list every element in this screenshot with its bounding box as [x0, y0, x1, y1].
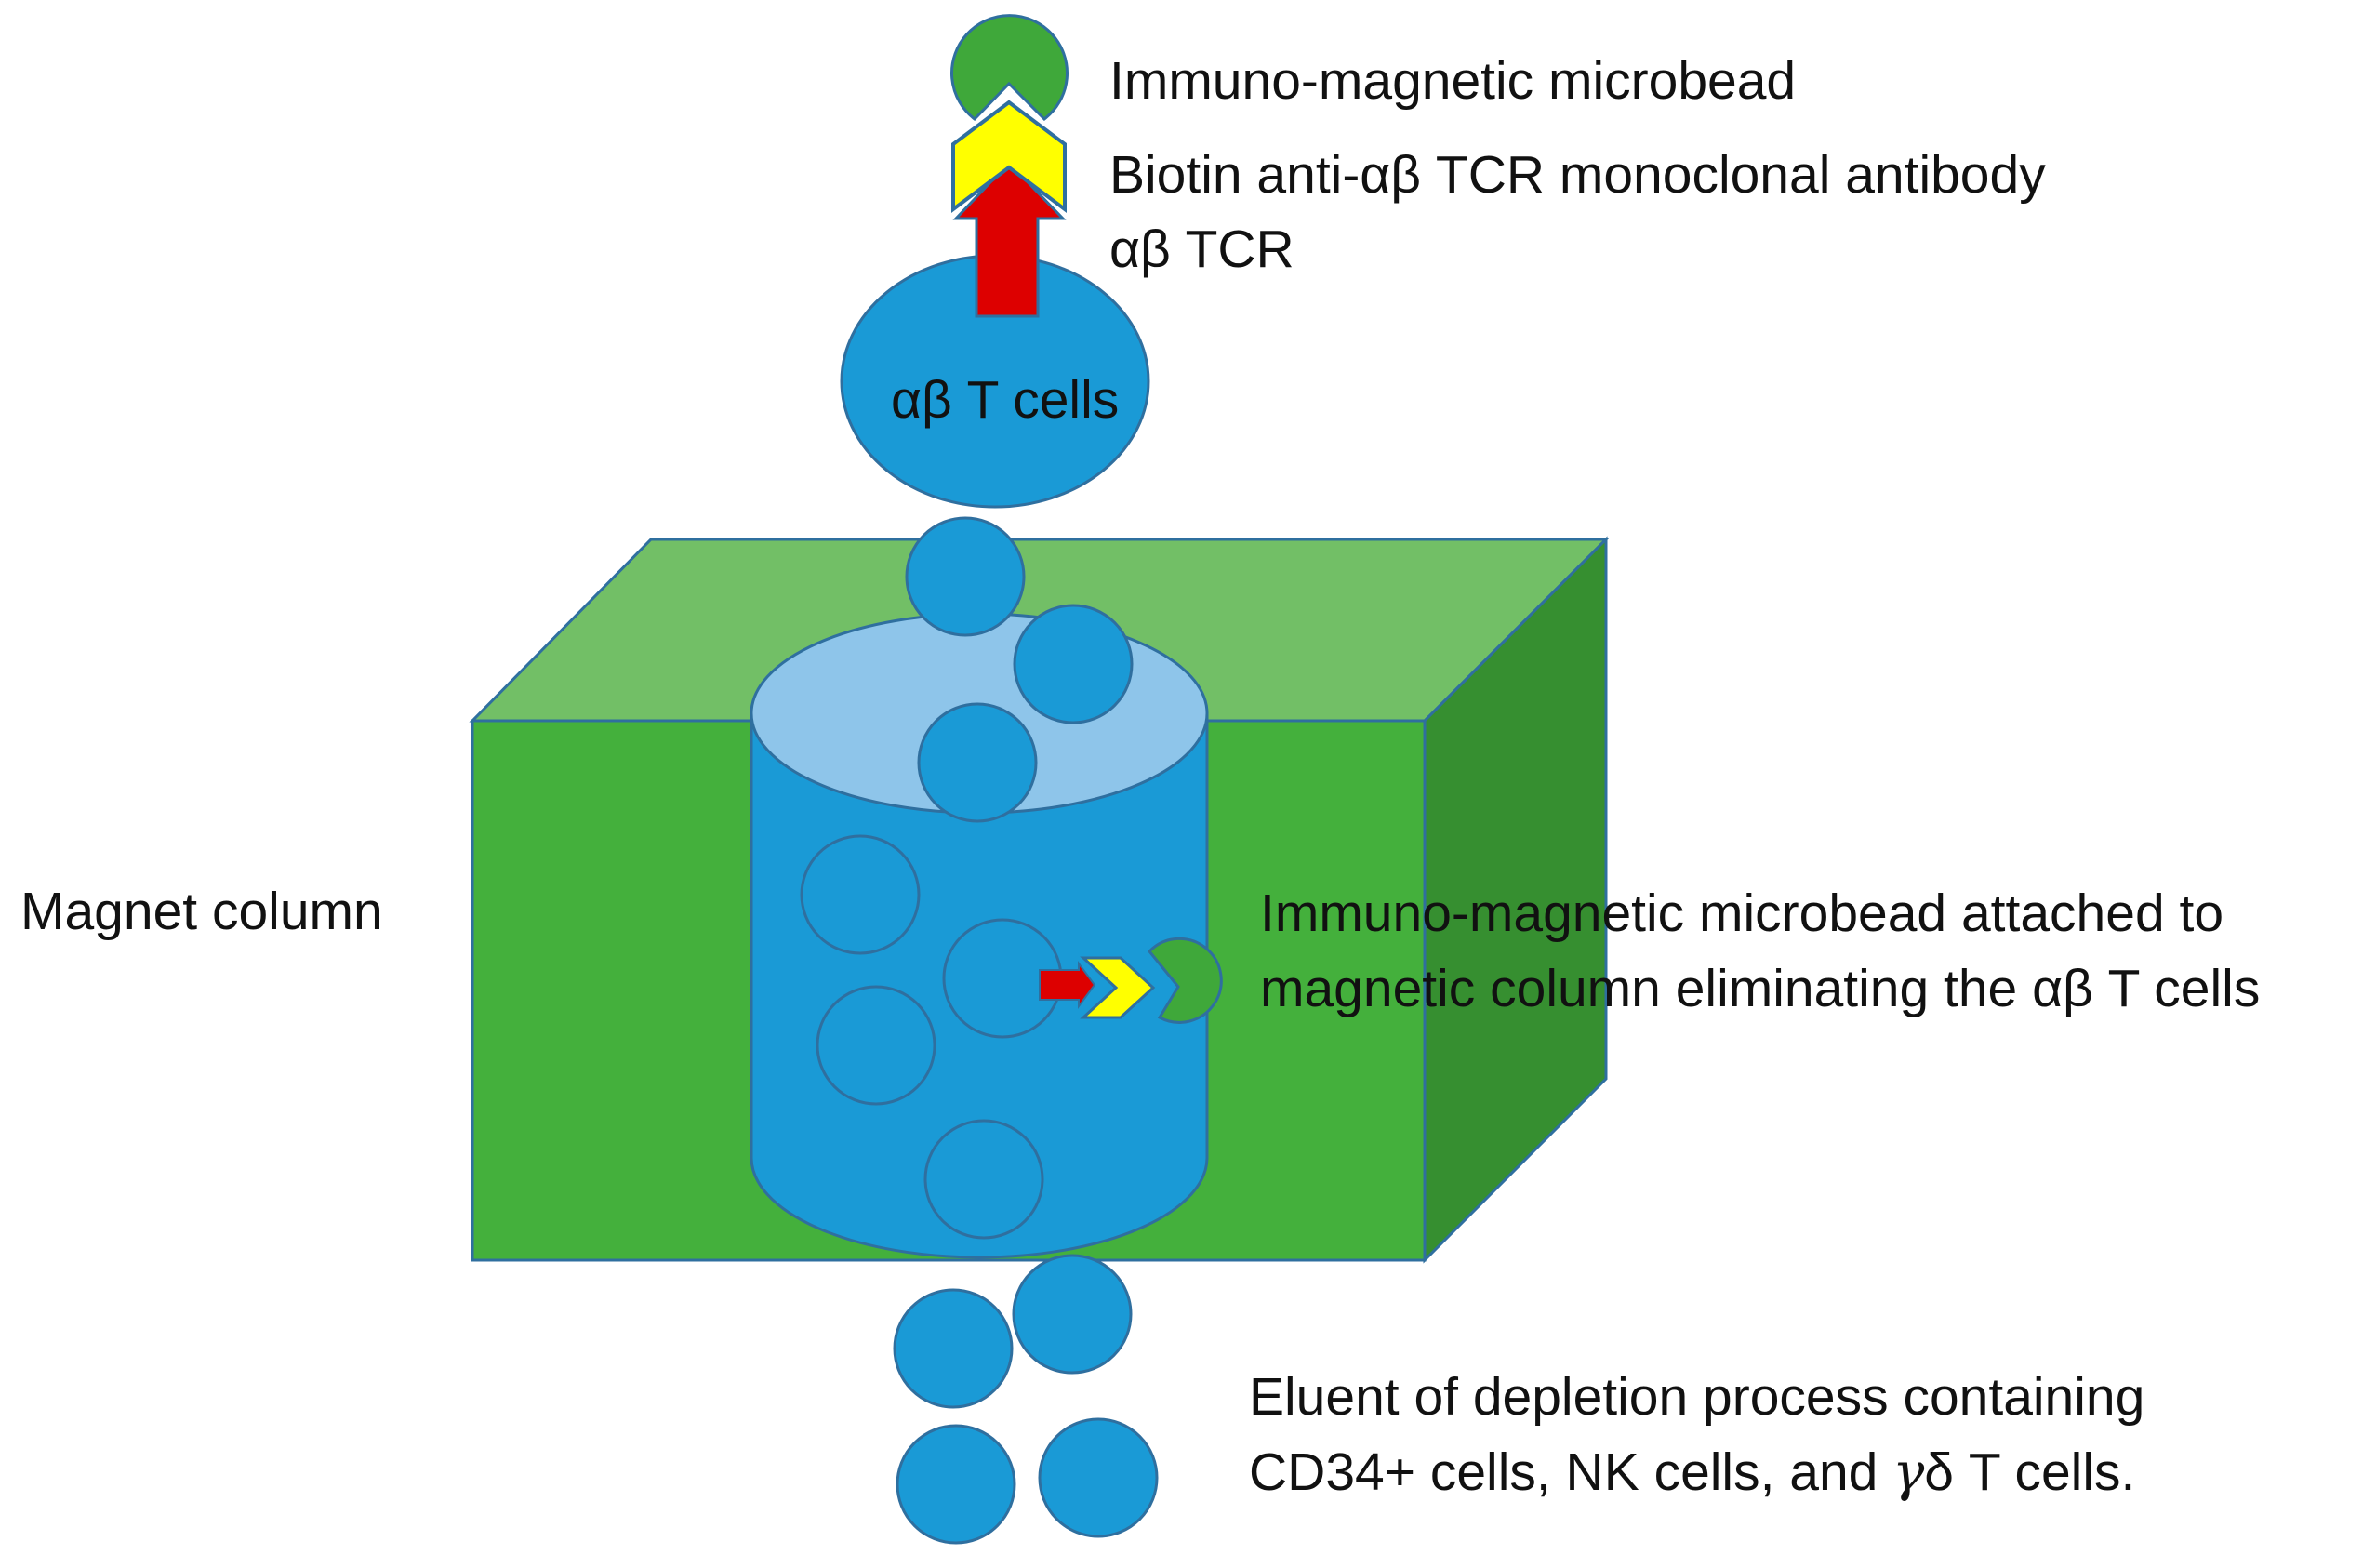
entering-cell — [905, 516, 1026, 637]
eluent-cell — [1038, 1417, 1159, 1538]
attached-complex — [1039, 937, 1223, 1024]
trapped-cell — [800, 834, 921, 955]
entering-cell — [917, 702, 1038, 823]
attached-label-line1: Immuno-magnetic microbead attached to — [1260, 884, 2224, 943]
eluent-cell — [1012, 1254, 1133, 1375]
eluent-cell — [893, 1288, 1014, 1409]
eluent-cell — [896, 1424, 1016, 1545]
eluent-label-line1: Eluent of depletion process containing — [1249, 1367, 2145, 1427]
tcr-label: αβ TCR — [1109, 219, 1294, 279]
chevron-icon — [1080, 956, 1156, 1019]
antibody-chevron-icon — [951, 100, 1067, 213]
eluent-label-line2: CD34+ cells, NK cells, and γδ T cells. — [1249, 1435, 2135, 1509]
microbead-pacman-icon — [950, 14, 1069, 121]
eluent-text-b: δ T cells. — [1924, 1442, 2136, 1502]
eluent-text-a: CD34+ cells, NK cells, and — [1249, 1442, 1893, 1502]
trapped-cell — [816, 985, 936, 1106]
trapped-cell — [923, 1119, 1044, 1240]
magnet-column-label: Magnet column — [20, 882, 383, 941]
cell-label: αβ T cells — [891, 370, 1120, 430]
arrow-icon — [1039, 960, 1096, 1010]
antibody-label: Biotin anti-αβ TCR monoclonal antibody — [1109, 145, 2046, 205]
microbead-label: Immuno-magnetic microbead — [1109, 51, 1797, 111]
entering-cell — [1013, 604, 1134, 724]
tcr-arrow-icon — [952, 160, 1067, 318]
pacman-bead-icon — [1147, 937, 1223, 1024]
attached-label-line2: magnetic column eliminating the αβ T cel… — [1260, 959, 2261, 1018]
eluent-gamma: γ — [1892, 1442, 1925, 1503]
